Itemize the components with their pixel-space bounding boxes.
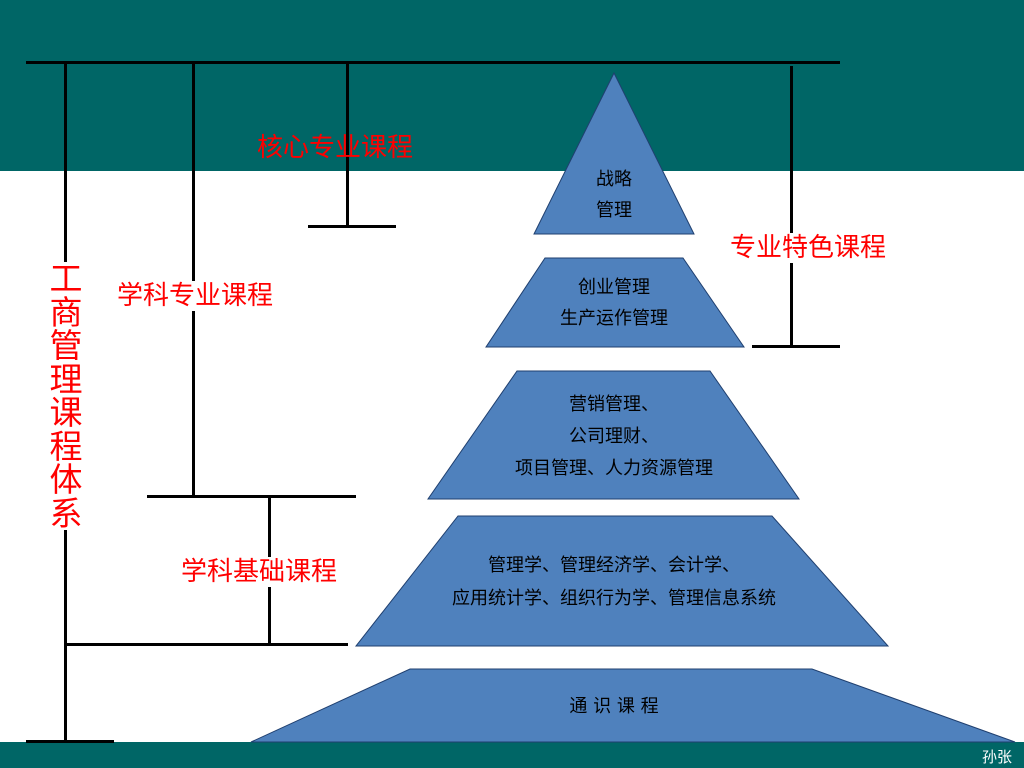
tier-4-text: 管理学、管理经济学、会计学、 应用统计学、组织行为学、管理信息系统 <box>394 549 834 615</box>
tier-1-line-2: 管理 <box>596 200 632 221</box>
core-bracket-foot <box>308 225 396 228</box>
specialty-courses-label: 专业特色课程 <box>726 233 891 263</box>
tier-4-line-2: 应用统计学、组织行为学、管理信息系统 <box>452 588 776 609</box>
tier-4-line-1: 管理学、管理经济学、会计学、 <box>488 555 740 576</box>
major-bracket-foot <box>147 495 356 498</box>
foundation-bottom-line <box>64 643 348 646</box>
core-bracket-line <box>346 61 349 227</box>
foundation-courses-label: 学科基础课程 <box>177 557 342 587</box>
tier-3-line-1: 营销管理、 <box>569 394 659 415</box>
tier-5-text: 通 识 课 程 <box>514 691 714 722</box>
tier-5-shape <box>250 668 1016 743</box>
title-bracket-foot <box>26 740 114 743</box>
author-label: 孙张 <box>981 748 1012 766</box>
header-band <box>0 0 1024 171</box>
course-system-title: 工商管理课程体系 <box>46 262 86 530</box>
tier-3-text: 营销管理、 公司理财、 项目管理、人力资源管理 <box>464 389 764 485</box>
tier-1-line-1: 战略 <box>596 169 632 190</box>
tier-5-line-1: 通 识 课 程 <box>569 696 659 717</box>
specialty-bracket-foot <box>752 345 840 348</box>
major-bracket-line <box>192 61 195 498</box>
tier-2-line-2: 生产运作管理 <box>560 308 668 329</box>
footer-band <box>0 742 1024 768</box>
tier-2-line-1: 创业管理 <box>578 277 650 298</box>
tier-1-shape <box>533 71 695 235</box>
top-rule <box>26 61 840 64</box>
tier-3-line-2: 公司理财、 <box>569 426 659 447</box>
core-courses-label: 核心专业课程 <box>257 133 414 163</box>
tier-2-text: 创业管理 生产运作管理 <box>514 272 714 334</box>
tier-2-shape <box>485 257 745 348</box>
tier-3-line-3: 项目管理、人力资源管理 <box>515 458 713 479</box>
major-courses-label: 学科专业课程 <box>113 281 278 311</box>
specialty-bracket-line <box>790 66 793 347</box>
tier-4-shape <box>354 515 890 647</box>
tier-3-shape <box>427 370 800 500</box>
tier-1-text: 战略 管理 <box>564 164 664 226</box>
